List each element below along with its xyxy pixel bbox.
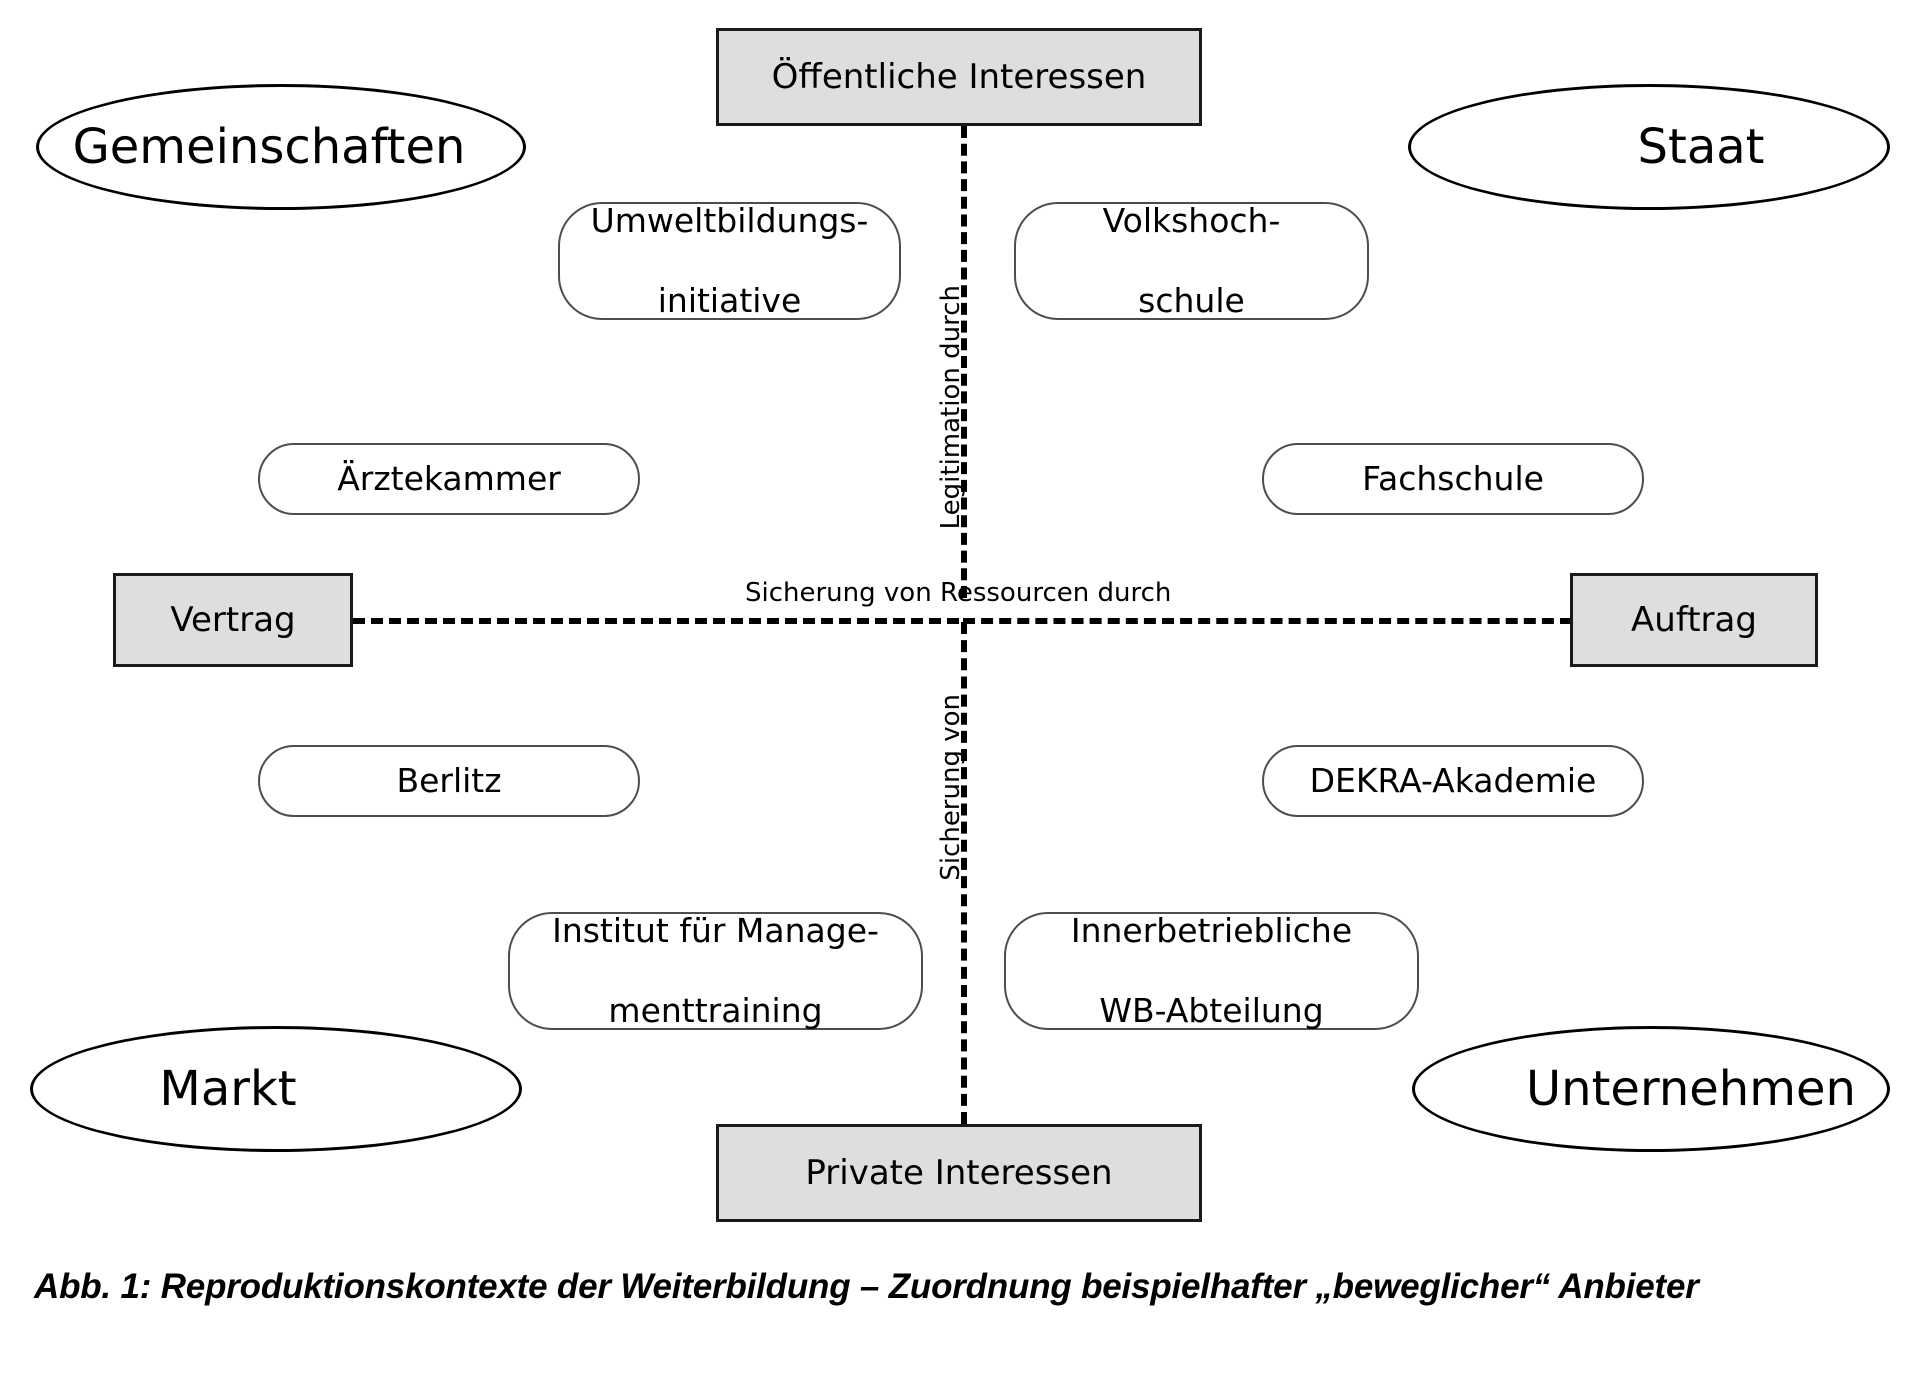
pole-box-contract: Vertrag [113,573,353,667]
provider-box-dekra-akademie: DEKRA-Akademie [1262,745,1644,817]
sector-ellipse-companies: Unternehmen [1412,1026,1890,1152]
sector-label-market: Markt [159,1061,297,1117]
provider-label-volkshochschule: Volkshoch-schule [1103,201,1281,322]
axis-vertical-top-line [961,126,967,598]
provider-line-2: schule [1138,281,1245,321]
figure-caption: Abb. 1: Reproduktionskontexte der Weiter… [34,1267,1699,1306]
provider-label-dekra-akademie: DEKRA-Akademie [1309,760,1597,800]
pole-box-commission: Auftrag [1570,573,1818,667]
provider-line-2: WB-Abteilung [1099,991,1324,1031]
provider-box-umweltbildungsinitiative: Umweltbildungs-initiative [558,201,901,322]
axis-label-securing: Sicherung von [936,694,966,881]
axis-horizontal-right-line [963,618,1572,624]
sector-ellipse-market: Markt [30,1026,522,1152]
pole-box-contract-label: Vertrag [170,600,296,640]
provider-line-1: Umweltbildungs- [590,200,869,240]
provider-label-berlitz: Berlitz [396,760,502,800]
provider-box-berlitz: Berlitz [258,745,640,817]
sector-label-companies: Unternehmen [1526,1061,1856,1117]
provider-box-volkshochschule: Volkshoch-schule [1014,201,1369,322]
sector-label-state: Staat [1637,119,1765,175]
sector-ellipse-communities: Gemeinschaften [36,84,526,210]
provider-line-1: Institut für Manage- [552,910,879,950]
provider-label-fachschule: Fachschule [1362,458,1544,498]
provider-label-aerztekammer: Ärztekammer [337,458,561,498]
pole-box-commission-label: Auftrag [1631,600,1757,640]
axis-vertical-bottom-line [961,622,967,1124]
pole-box-private-interests-label: Private Interessen [805,1153,1113,1193]
pole-box-public-interests: Öffentliche Interessen [716,28,1202,126]
pole-box-private-interests: Private Interessen [716,1124,1202,1222]
provider-line-1: Innerbetriebliche [1070,910,1353,950]
provider-line-2: initiative [657,281,802,321]
axis-label-legitimation: Legitimation durch [936,285,966,530]
provider-label-institut-management: Institut für Manage-menttraining [552,911,879,1032]
provider-box-fachschule: Fachschule [1262,443,1644,515]
provider-label-umweltbildungsinitiative: Umweltbildungs-initiative [591,201,869,322]
provider-box-institut-management: Institut für Manage-menttraining [508,911,923,1032]
provider-box-aerztekammer: Ärztekammer [258,443,640,515]
diagram-canvas: Öffentliche Interessen Private Interesse… [30,28,1890,1222]
axis-horizontal-left-line [353,618,959,624]
sector-ellipse-state: Staat [1408,84,1890,210]
axis-label-resource-securing: Sicherung von Ressourcen durch [745,578,1172,608]
pole-box-public-interests-label: Öffentliche Interessen [771,57,1147,97]
provider-line-2: menttraining [608,991,823,1031]
sector-label-communities: Gemeinschaften [72,119,466,175]
provider-line-1: Volkshoch- [1102,200,1281,240]
